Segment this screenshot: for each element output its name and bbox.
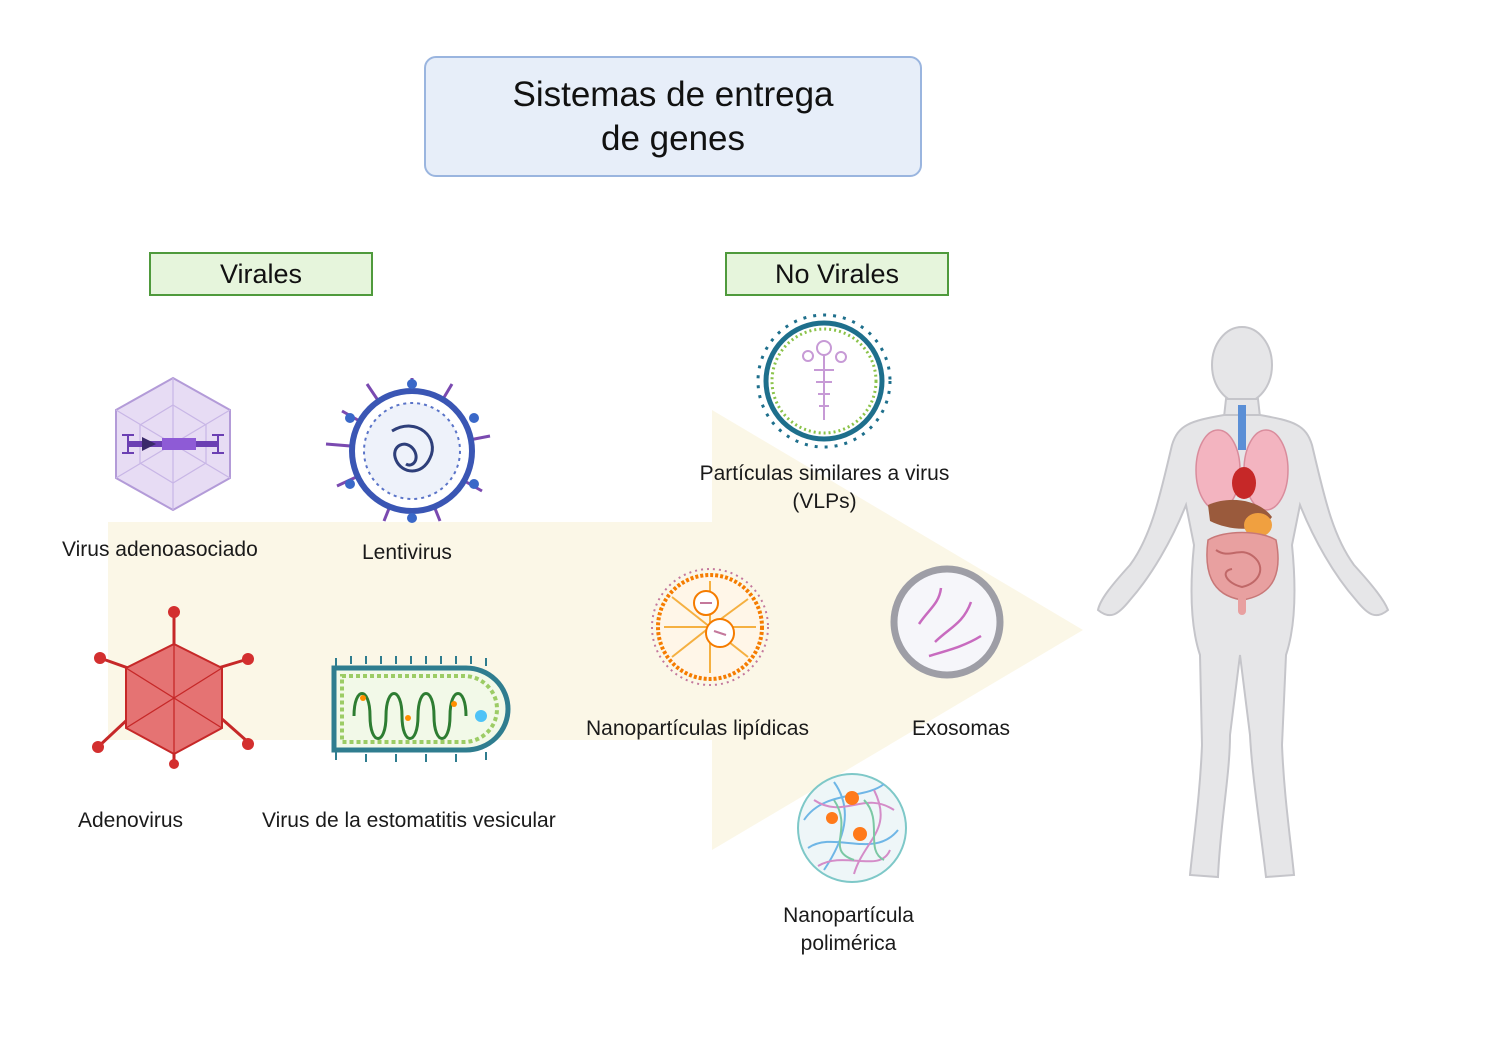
lipid-nanoparticle-icon: [651, 568, 769, 686]
exosome-icon: [890, 565, 1004, 679]
polymeric-nanoparticle-label-line2: polimérica: [800, 932, 897, 955]
vlp-icon: [756, 313, 892, 449]
category-non-viral-label: No Virales: [774, 258, 900, 289]
category-viral: Virales: [149, 252, 373, 296]
vlp-label-line2: (VLPs): [792, 490, 857, 513]
vlp-label-line1: Partículas similares a virus: [699, 462, 950, 485]
page-title: Sistemas de entrega de genes: [512, 74, 834, 158]
polymeric-nanoparticle-label-line1: Nanopartícula: [783, 904, 914, 927]
lipid-nanoparticle-label: Nanopartículas lipídicas: [586, 717, 809, 740]
lentivirus-icon: [325, 378, 491, 523]
vsv-label: Virus de la estomatitis vesicular: [262, 809, 556, 832]
polymeric-nanoparticle-icon: [797, 773, 907, 883]
human-body-icon: [1096, 326, 1390, 879]
adenovirus-label: Adenovirus: [78, 809, 184, 832]
title-box: Sistemas de entrega de genes: [424, 56, 922, 177]
exosome-label: Exosomas: [912, 717, 1011, 740]
category-non-viral: No Virales: [725, 252, 949, 296]
vlp-label: Partículas similares a virus (VLPs): [687, 460, 962, 516]
polymeric-nanoparticle-label: Nanopartícula polimérica: [766, 902, 931, 958]
lentivirus-label: Lentivirus: [362, 541, 452, 564]
aav-icon: [115, 376, 231, 512]
adenovirus-icon: [92, 606, 254, 769]
aav-label: Virus adenoasociado: [62, 538, 258, 561]
vsv-icon: [331, 656, 511, 762]
category-viral-label: Virales: [219, 258, 303, 289]
